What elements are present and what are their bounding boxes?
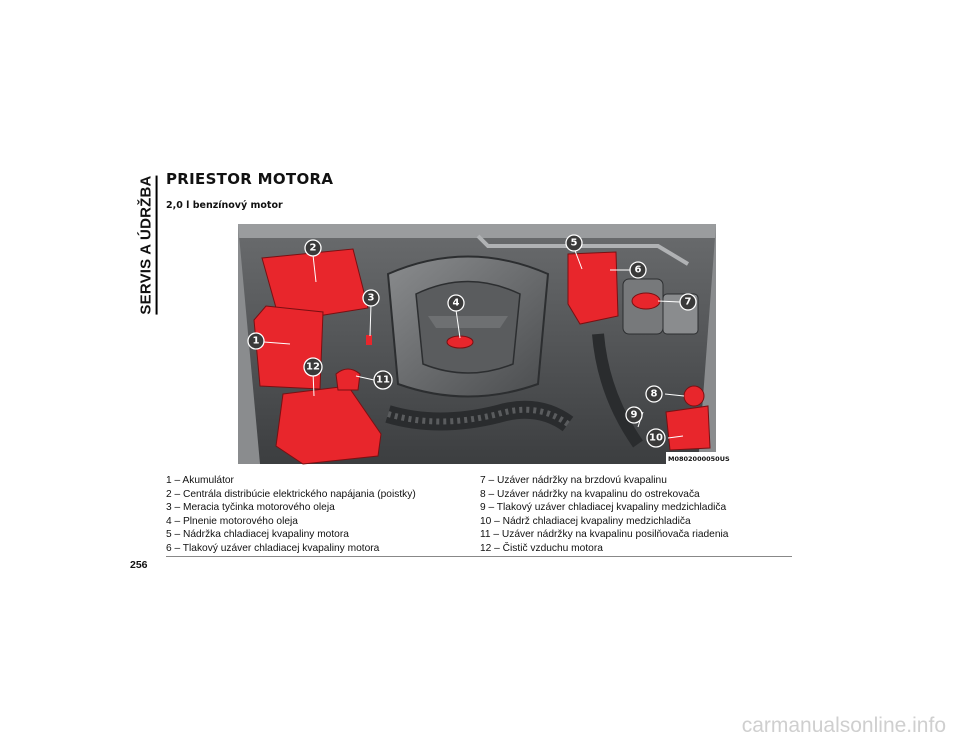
footer-divider bbox=[166, 556, 792, 557]
svg-text:4: 4 bbox=[453, 298, 460, 309]
figure-code: M0802000050US bbox=[668, 455, 730, 463]
oil-dipstick bbox=[366, 335, 372, 345]
legend-item: 4 – Plnenie motorového oleja bbox=[166, 515, 298, 527]
legend-item: 2 – Centrála distribúcie elektrického na… bbox=[166, 488, 416, 500]
svg-text:5: 5 bbox=[571, 238, 578, 249]
svg-text:6: 6 bbox=[635, 265, 642, 276]
power-steering-cap bbox=[335, 368, 361, 391]
callout-8: 8 bbox=[645, 385, 663, 403]
legend-item: 7 – Uzáver nádržky na brzdovú kvapalinu bbox=[480, 475, 667, 486]
callout-1: 1 bbox=[247, 332, 265, 350]
callout-11: 11 bbox=[373, 370, 393, 390]
legend-item: 11 – Uzáver nádržky na kvapalinu posilňo… bbox=[480, 529, 729, 541]
callout-9: 9 bbox=[625, 406, 643, 424]
legend-item: 5 – Nádržka chladiacej kvapaliny motora bbox=[166, 529, 349, 541]
legend-item: 3 – Meracia tyčinka motorového oleja bbox=[166, 502, 335, 514]
fuse-box bbox=[261, 248, 369, 323]
legend-item: 9 – Tlakový uzáver chladiacej kvapaliny … bbox=[480, 502, 727, 514]
callout-7: 7 bbox=[679, 293, 697, 311]
svg-text:10: 10 bbox=[649, 433, 663, 444]
callout-leader-lines bbox=[263, 247, 685, 439]
callout-3: 3 bbox=[362, 289, 380, 307]
legend-item: 1 – Akumulátor bbox=[166, 475, 234, 486]
right-fender bbox=[698, 224, 716, 464]
coolant-pipe bbox=[592, 333, 643, 448]
svg-text:7: 7 bbox=[685, 297, 692, 308]
intercooler-reservoir bbox=[665, 405, 711, 451]
hood-frame bbox=[238, 224, 716, 238]
legend-item: 10 – Nádrž chladiacej kvapaliny medzichl… bbox=[480, 515, 691, 527]
svg-text:1: 1 bbox=[253, 336, 260, 347]
section-tab-label: SERVIS A ÚDRŽBA bbox=[138, 174, 159, 315]
svg-text:3: 3 bbox=[368, 293, 375, 304]
callout-4: 4 bbox=[447, 294, 465, 312]
engine-cover-bracket bbox=[428, 316, 508, 328]
callout-6: 6 bbox=[629, 261, 647, 279]
legend-item: 6 – Tlakový uzáver chladiacej kvapaliny … bbox=[166, 542, 380, 554]
page-title: PRIESTOR MOTORA bbox=[166, 170, 334, 188]
engine-subtitle: 2,0 l benzínový motor bbox=[166, 200, 283, 211]
legend-right-column: 7 – Uzáver nádržky na brzdovú kvapalinu … bbox=[480, 474, 728, 556]
engine-bay-illustration: 1 2 3 4 5 6 7 8 9 10 11 12 M0802000050US bbox=[238, 224, 730, 465]
legend-item: 12 – Čistič vzduchu motora bbox=[480, 542, 603, 554]
page-number: 256 bbox=[130, 559, 148, 571]
engine-bay-drawing: 1 2 3 4 5 6 7 8 9 10 11 12 M0802000050US bbox=[238, 224, 730, 465]
washer-fluid-cap bbox=[683, 385, 705, 407]
svg-text:8: 8 bbox=[651, 389, 658, 400]
callout-5: 5 bbox=[565, 234, 583, 252]
svg-text:2: 2 bbox=[310, 243, 317, 254]
section-tab: SERVIS A ÚDRŽBA bbox=[138, 172, 159, 317]
svg-text:9: 9 bbox=[631, 410, 638, 421]
svg-text:12: 12 bbox=[306, 362, 320, 373]
figure-code-box bbox=[666, 452, 716, 464]
legend-item: 8 – Uzáver nádržky na kvapalinu do ostre… bbox=[480, 488, 700, 500]
legend-left-column: 1 – Akumulátor 2 – Centrála distribúcie … bbox=[166, 474, 416, 556]
callout-10: 10 bbox=[646, 428, 666, 448]
callout-2: 2 bbox=[304, 239, 322, 257]
svg-text:11: 11 bbox=[376, 375, 390, 386]
callout-12: 12 bbox=[303, 357, 323, 377]
intake-hose-ribs bbox=[387, 406, 570, 427]
coolant-reservoir bbox=[567, 251, 619, 325]
brake-fluid-cap bbox=[631, 292, 661, 310]
watermark: carmanualsonline.info bbox=[741, 714, 946, 737]
